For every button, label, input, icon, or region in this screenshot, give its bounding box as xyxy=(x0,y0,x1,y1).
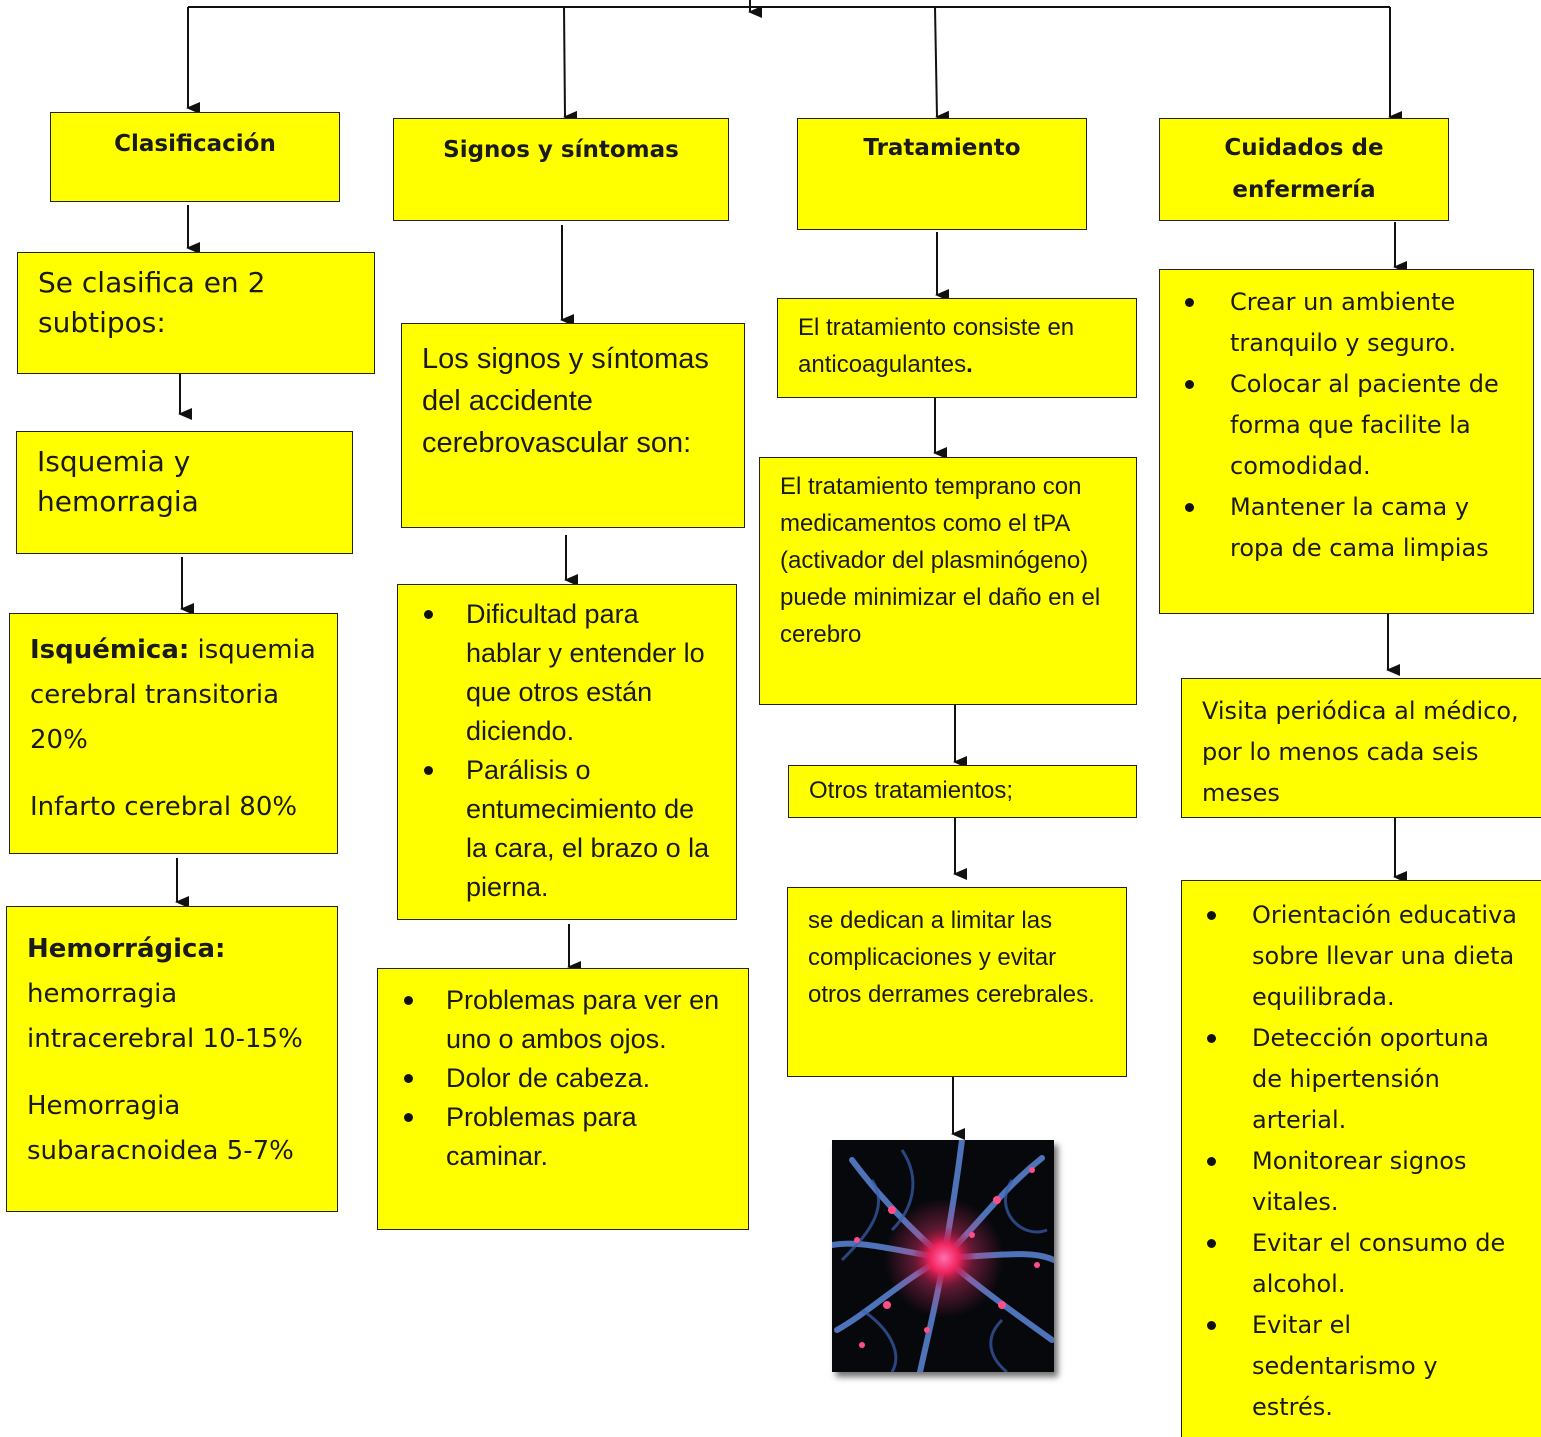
cuidados-list2-box: Orientación educativa sobre llevar una d… xyxy=(1181,880,1541,1437)
tratamiento-consiste-box: El tratamiento consiste en anticoagulant… xyxy=(777,298,1137,398)
cuidados-list1: Crear un ambiente tranquilo y seguro.Col… xyxy=(1185,282,1513,569)
visita-text: Visita periódica al médico, por lo menos… xyxy=(1202,697,1519,807)
list-item: Crear un ambiente tranquilo y seguro. xyxy=(1185,282,1513,364)
tratamiento-temprano-box: El tratamiento temprano con medicamentos… xyxy=(759,457,1137,705)
tratamiento-limitar-text: se dedican a limitar las complicaciones … xyxy=(808,907,1095,1008)
visita-box: Visita periódica al médico, por lo menos… xyxy=(1181,678,1541,818)
list-item: Orientación educativa sobre llevar una d… xyxy=(1207,895,1521,1018)
header-clasificacion: Clasificación xyxy=(50,112,340,202)
header-label: Cuidados de enfermería xyxy=(1224,135,1384,203)
tratamiento-consiste-text: El tratamiento consiste en anticoagulant… xyxy=(798,314,1075,378)
subtipos-text: Se clasifica en 2 subtipos: xyxy=(38,266,266,339)
hemorragica-box: Hemorrágica: hemorragia intracerebral 10… xyxy=(6,906,338,1212)
subaracnoidea-text: Hemorragia subaracnoidea 5-7% xyxy=(27,1091,294,1166)
header-label: Signos y síntomas xyxy=(443,137,679,163)
signos-list2: Problemas para ver en uno o ambos ojos.D… xyxy=(404,981,728,1176)
cuidados-list2: Orientación educativa sobre llevar una d… xyxy=(1207,895,1521,1428)
isquemica-box: Isquémica: isquemia cerebral transitoria… xyxy=(9,613,338,854)
list-item: Colocar al paciente de forma que facilit… xyxy=(1185,364,1513,487)
list-item: Dificultad para hablar y entender lo que… xyxy=(424,595,716,751)
tratamiento-otros-box: Otros tratamientos; xyxy=(788,765,1137,818)
signos-list1-box: Dificultad para hablar y entender lo que… xyxy=(397,584,737,920)
subtipos-box: Se clasifica en 2 subtipos: xyxy=(17,252,375,374)
hemorragica-text: hemorragia intracerebral 10-15% xyxy=(27,979,303,1054)
list-item: Problemas para ver en uno o ambos ojos. xyxy=(404,981,728,1059)
isquemica-label: Isquémica: xyxy=(30,635,190,665)
tratamiento-otros-text: Otros tratamientos; xyxy=(809,777,1014,804)
cuidados-list1-box: Crear un ambiente tranquilo y seguro.Col… xyxy=(1159,269,1534,614)
header-label: Clasificación xyxy=(114,131,276,157)
isquemica-paragraph: Isquémica: isquemia cerebral transitoria… xyxy=(30,628,317,763)
list-item: Dolor de cabeza. xyxy=(404,1059,728,1098)
isquemica-text: isquemia cerebral transitoria 20% xyxy=(30,635,316,755)
header-cuidados: Cuidados de enfermería xyxy=(1159,118,1449,221)
header-signos: Signos y síntomas xyxy=(393,118,729,221)
hemorragica-label: Hemorrágica: xyxy=(27,934,226,964)
list-item: Evitar el sedentarismo y estrés. xyxy=(1207,1305,1521,1428)
tipos-box: Isquemia y hemorragia xyxy=(16,431,353,554)
list-item: Detección oportuna de hipertensión arter… xyxy=(1207,1018,1521,1141)
infarto-text: Infarto cerebral 80% xyxy=(30,792,298,822)
tratamiento-consiste-end: . xyxy=(966,351,973,378)
tratamiento-temprano-text: El tratamiento temprano con medicamentos… xyxy=(780,473,1101,648)
list-item: Evitar el consumo de alcohol. xyxy=(1207,1223,1521,1305)
signos-intro-box: Los signos y síntomas del accidente cere… xyxy=(401,323,745,528)
signos-list1: Dificultad para hablar y entender lo que… xyxy=(424,595,716,907)
list-item: Parálisis o entumecimiento de la cara, e… xyxy=(424,751,716,907)
list-item: Monitorear signos vitales. xyxy=(1207,1141,1521,1223)
tratamiento-limitar-box: se dedican a limitar las complicaciones … xyxy=(787,887,1127,1077)
header-label: Tratamiento xyxy=(863,135,1021,161)
header-tratamiento: Tratamiento xyxy=(797,118,1087,230)
list-item: Problemas para caminar. xyxy=(404,1098,728,1176)
tipos-text: Isquemia y hemorragia xyxy=(37,445,199,518)
signos-intro-text: Los signos y síntomas del accidente cere… xyxy=(422,343,709,459)
hemorragica-label-line: Hemorrágica: xyxy=(27,927,317,972)
signos-list2-box: Problemas para ver en uno o ambos ojos.D… xyxy=(377,968,749,1230)
list-item: Mantener la cama y ropa de cama limpias xyxy=(1185,487,1513,569)
neuron-image xyxy=(832,1140,1054,1372)
